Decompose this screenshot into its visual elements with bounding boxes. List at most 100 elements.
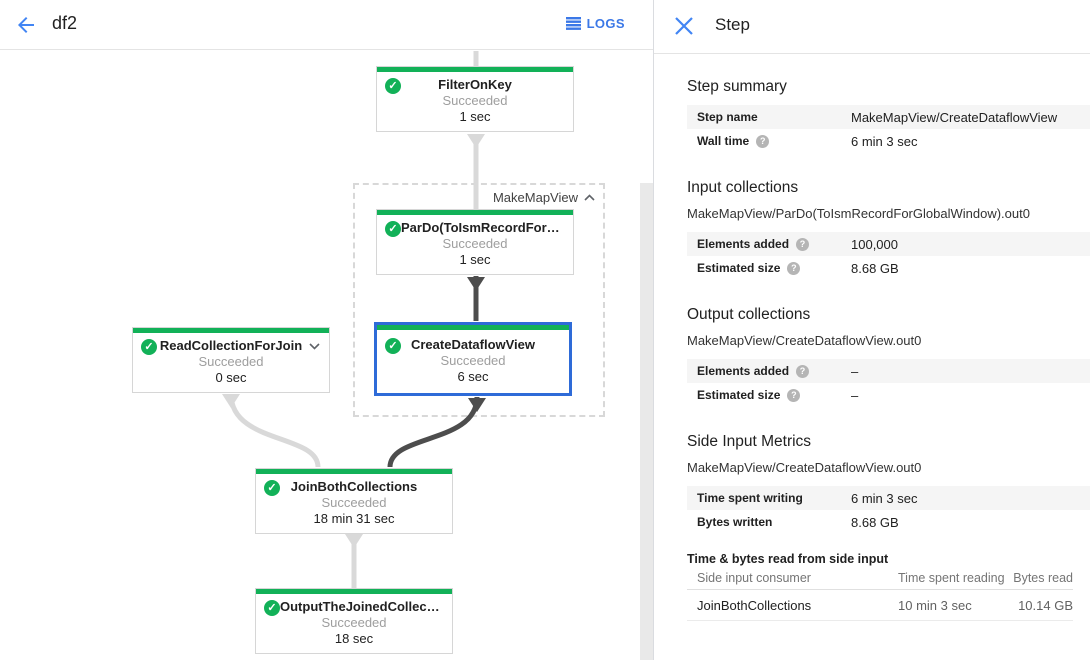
kv-label: Bytes written [697,515,773,529]
success-check-icon: ✓ [385,221,401,237]
kv-value: MakeMapView/CreateDataflowView [851,109,1058,125]
node-title: CreateDataflowView [410,337,536,352]
help-icon[interactable]: ? [796,364,810,378]
node-status-bar [377,210,573,215]
node-status: Succeeded [198,354,264,369]
logs-button-label: LOGS [586,16,625,31]
help-icon[interactable]: ? [787,261,801,275]
node-status: Succeeded [442,236,508,251]
node-time: 18 sec [334,631,374,646]
node-joinbothcollections[interactable]: ✓ JoinBothCollections Succeeded 18 min 3… [255,468,453,534]
step-details-panel: Step Step summary Step name MakeMapView/… [653,0,1090,660]
kv-row-estimated-size: Estimated size? 8.68 GB [687,256,1090,280]
side-input-table: Side input consumer Time spent reading B… [687,568,1073,621]
panel-header: Step [654,0,1090,54]
table-header-row: Side input consumer Time spent reading B… [687,568,1073,590]
side-input-collection-name: MakeMapView/CreateDataflowView.out0 [687,460,922,475]
chevron-up-icon [584,194,595,201]
back-arrow-icon[interactable] [14,13,38,37]
node-title: OutputTheJoinedCollec… [280,599,440,614]
cell-bytes: 10.14 GB [1018,597,1073,613]
node-time: 6 sec [457,369,489,384]
group-makemapview-header[interactable]: MakeMapView [493,190,595,205]
help-icon[interactable]: ? [756,134,770,148]
graph-pane: df2 LOGS MakeMapVi [0,0,653,660]
kv-label: Estimated size? [687,261,851,275]
node-time: 1 sec [459,109,491,124]
kv-value: 8.68 GB [851,260,899,276]
node-status: Succeeded [321,495,387,510]
kv-row-bytes-written: Bytes written 8.68 GB [687,510,1090,534]
col-header-time: Time spent reading [898,570,1005,585]
cell-time: 10 min 3 sec [898,597,972,613]
job-title: df2 [52,13,78,33]
node-time: 1 sec [459,252,491,267]
kv-value: 8.68 GB [851,514,899,530]
help-icon[interactable]: ? [796,237,810,251]
kv-value: 6 min 3 sec [851,133,918,149]
success-check-icon: ✓ [385,338,401,354]
close-icon[interactable] [674,16,694,36]
node-readcollectionforjoin[interactable]: ✓ ReadCollectionForJoin Succeeded 0 sec [132,327,330,393]
table-row: JoinBothCollections 10 min 3 sec 10.14 G… [687,590,1073,621]
success-check-icon: ✓ [141,339,157,355]
section-heading-side-input-metrics: Side Input Metrics [687,433,812,450]
help-icon[interactable]: ? [787,388,801,402]
kv-value: 6 min 3 sec [851,490,918,506]
chevron-down-icon[interactable] [309,343,320,350]
node-title: ParDo(ToIsmRecordFor… [401,220,560,235]
node-time: 0 sec [215,370,247,385]
table-heading: Time & bytes read from side input [687,552,889,566]
kv-row-estimated-size: Estimated size? – [687,383,1090,407]
section-heading-step-summary: Step summary [687,78,787,95]
node-title: JoinBothCollections [290,479,418,494]
node-status-bar [377,67,573,72]
graph-scrollbar[interactable] [640,183,653,660]
panel-body: Step summary Step name MakeMapView/Creat… [654,77,1090,621]
panel-title: Step [715,15,750,34]
node-status-bar [256,469,452,474]
kv-label: Estimated size? [687,388,851,402]
input-collection-name: MakeMapView/ParDo(ToIsmRecordForGlobalWi… [687,206,1030,221]
app-header: df2 LOGS [0,0,653,50]
node-pardo-toismrecord[interactable]: ✓ ParDo(ToIsmRecordFor… Succeeded 1 sec [376,209,574,275]
node-time: 18 min 31 sec [313,511,395,526]
output-collection-name: MakeMapView/CreateDataflowView.out0 [687,333,922,348]
kv-label: Elements added? [687,364,851,378]
logs-button[interactable]: LOGS [565,16,625,31]
node-status-bar [133,328,329,333]
success-check-icon: ✓ [385,78,401,94]
kv-row-elements-added: Elements added? – [687,359,1090,383]
group-label: MakeMapView [492,190,578,205]
kv-label: Elements added? [687,237,851,251]
node-status: Succeeded [442,93,508,108]
kv-label: Wall time? [687,134,851,148]
success-check-icon: ✓ [264,600,280,616]
node-createdataflowview[interactable]: ✓ CreateDataflowView Succeeded 6 sec [374,322,572,396]
section-heading-input-collections: Input collections [687,179,799,196]
kv-label: Step name [697,110,758,124]
node-title: FilterOnKey [438,77,512,92]
kv-value: 100,000 [851,236,898,252]
node-status: Succeeded [440,353,506,368]
col-header-bytes: Bytes read [1013,570,1073,585]
pipeline-canvas: MakeMapView ✓ FilterOnKey Succeeded 1 se… [0,50,653,660]
node-filteronkey[interactable]: ✓ FilterOnKey Succeeded 1 sec [376,66,574,132]
node-title: ReadCollectionForJoin [159,338,303,353]
kv-value: – [851,363,859,379]
kv-label: Time spent writing [697,491,803,505]
kv-value: – [851,387,859,403]
kv-row-step-name: Step name MakeMapView/CreateDataflowView [687,105,1090,129]
kv-row-wall-time: Wall time? 6 min 3 sec [687,129,1090,153]
node-status: Succeeded [321,615,387,630]
success-check-icon: ✓ [264,480,280,496]
kv-row-time-spent-writing: Time spent writing 6 min 3 sec [687,486,1090,510]
node-status-bar [256,589,452,594]
node-outputthejoinedcollection[interactable]: ✓ OutputTheJoinedCollec… Succeeded 18 se… [255,588,453,654]
node-status-bar [377,325,569,330]
cell-consumer: JoinBothCollections [697,597,812,613]
kv-row-elements-added: Elements added? 100,000 [687,232,1090,256]
col-header-consumer: Side input consumer [697,570,811,585]
section-heading-output-collections: Output collections [687,306,811,323]
logs-list-icon [565,17,581,30]
